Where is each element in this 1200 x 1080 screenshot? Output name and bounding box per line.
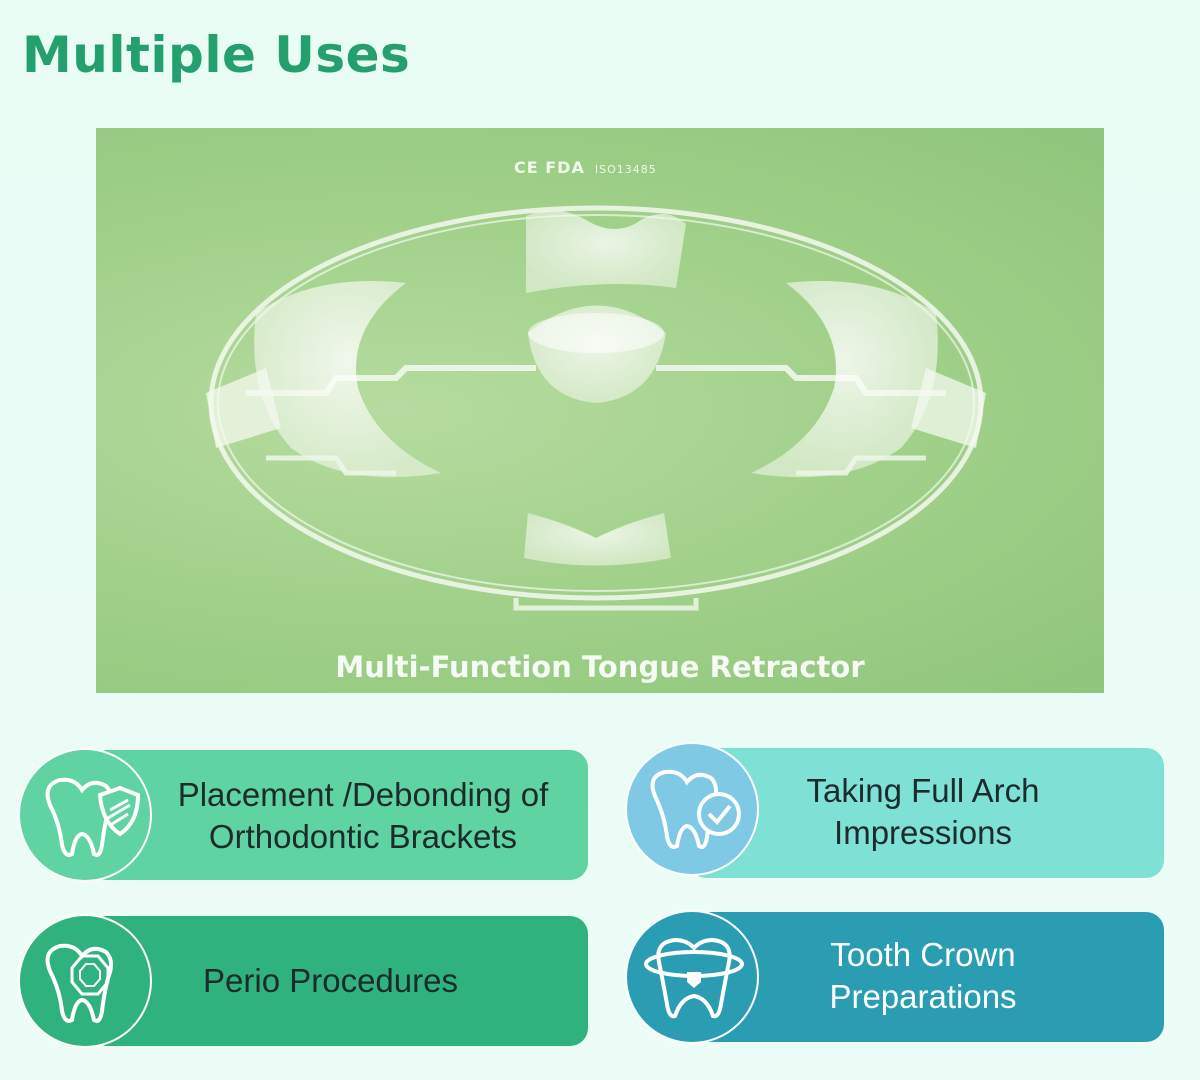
- tooth-check-icon: [625, 742, 759, 876]
- use-card-crown: Tooth Crown Preparations: [688, 912, 1164, 1042]
- tongue-retractor-illustration: [206, 205, 986, 611]
- product-caption: Multi-Function Tongue Retractor: [335, 650, 865, 684]
- certification-marks: CE FDA ISO13485: [514, 158, 657, 177]
- tooth-shield-icon: [18, 748, 152, 882]
- product-photo: CE FDA ISO13485 Multi-Function Tongue Ret…: [96, 128, 1104, 693]
- use-card-perio: Perio Procedures: [88, 916, 588, 1046]
- page-title: Multiple Uses: [22, 26, 411, 84]
- use-card-text: Perio Procedures: [203, 962, 458, 999]
- use-card-text: Placement /Debonding of Orthodontic Brac…: [177, 776, 549, 855]
- use-card-text: Taking Full Arch Impressions: [806, 772, 1040, 851]
- ce-fda-marks: CE FDA: [514, 158, 585, 177]
- use-card-text: Tooth Crown Preparations: [829, 936, 1017, 1015]
- use-card-orthodontic: Placement /Debonding of Orthodontic Brac…: [88, 750, 588, 880]
- tooth-gem-icon: [18, 914, 152, 1048]
- tooth-crown-icon: [625, 910, 759, 1044]
- use-card-impressions: Taking Full Arch Impressions: [688, 748, 1164, 878]
- iso-mark: ISO13485: [594, 163, 657, 176]
